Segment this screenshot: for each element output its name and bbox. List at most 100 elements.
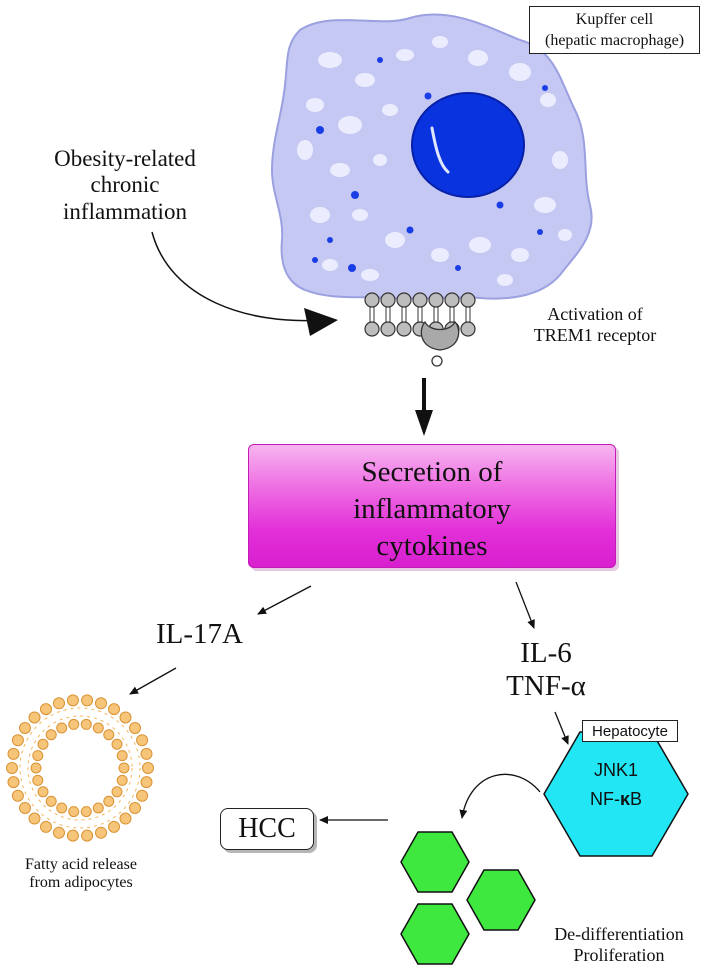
lipid-head-inner [111,786,123,798]
obesity-line1: Obesity-related [54,146,196,171]
lipid-head-outer [11,789,24,802]
lipid-head-inner [45,795,57,807]
kupffer-cell [270,13,593,300]
lipid-head-outer [66,694,79,707]
obesity-line2: chronic [90,172,160,198]
cytokine-secretion-box: Secretion of inflammatory cytokines [248,444,616,568]
activation-label: Activation of TREM1 receptor [495,304,695,345]
lipid-head-outer [28,812,41,825]
fatty-line2: from adipocytes [29,874,133,892]
nfkb-line: NF-κB [566,789,666,810]
lipid-head-outer [108,703,120,716]
lipid-head-inner [37,786,49,798]
lipid-head-inner [103,795,115,807]
granules [312,57,548,272]
lipid-head-outer [136,734,149,747]
secretion-line3: cytokines [376,530,488,562]
il6-tnfa-label: IL-6 TNF-α [494,637,598,704]
lipid-head-outer [53,826,65,839]
activation-line2: TREM1 receptor [533,324,657,345]
cytoplasm-vacuoles [297,36,572,286]
lipid-head-inner [80,718,92,730]
lipid-head-outer [40,703,52,716]
lipid-head-inner [118,762,130,774]
hepatocyte-signaling-label: JNK1 NF-κB [566,760,666,809]
lipid-head-outer [119,812,132,825]
arrow-to-hepatocyte [554,711,569,745]
lipid-head-inner [116,750,128,762]
lipid-head-outer [142,762,154,774]
lipid-head-inner [37,738,49,750]
nucleus [411,92,525,198]
arrow-to-il6 [515,581,535,629]
kupffer-cell-label-box: Kupffer cell (hepatic macrophage) [529,6,700,54]
lipid-head-outer [11,734,24,747]
lipid-head-outer [81,829,94,842]
lipid-head-inner [68,718,80,730]
lipid-head-outer [140,776,153,789]
activation-line1: Activation of [547,304,643,324]
dediff-line2: Proliferation [573,944,665,965]
hcc-label-box: HCC [220,808,314,850]
lipid-head-outer [119,711,132,724]
hepatocyte-label-box: Hepatocyte [582,720,678,742]
obesity-arrow-head [304,308,338,336]
nfkb-kappa: κ [619,788,631,809]
lipid-head-outer [6,762,18,774]
dediff-line1: De-differentiation [554,924,684,944]
lipid-head-inner [56,722,68,734]
lipid-head-inner [30,762,42,774]
lipid-head-outer [129,722,141,734]
jnk1-line: JNK1 [593,760,638,780]
lipid-head-inner [32,750,44,762]
lipid-head-inner [111,738,123,750]
lipid-head-outer [108,820,120,833]
lipid-head-outer [19,722,31,734]
lipid-head-outer [66,829,79,842]
nfkb-suffix: B [630,788,643,809]
secretion-line1: Secretion of [361,456,503,488]
lipid-head-outer [81,694,94,707]
lipid-head-inner [116,774,128,786]
obesity-arrow-curve [151,231,323,322]
secretion-line2: inflammatory [353,493,511,525]
lipid-head-outer [7,747,20,760]
lipid-head-outer [19,802,31,814]
kupffer-label-line1: Kupffer cell [575,11,654,28]
kupffer-label-line2: (hepatic macrophage) [544,32,685,49]
lipid-head-inner [92,802,104,814]
lipid-head-outer [28,711,41,724]
lipid-head-outer [7,776,20,789]
dediff-label: De-differentiation Proliferation [530,924,708,965]
lipid-head-outer [129,802,141,814]
down-arrow-head [415,410,433,436]
lipid-head-inner [80,806,92,818]
lipid-head-inner [68,806,80,818]
il6-line: IL-6 [520,637,572,669]
trem1-receptor-membrane [364,292,476,367]
lipid-head-outer [136,789,149,802]
arrow-to-adipocyte [129,667,177,695]
lipid-head-inner [32,774,44,786]
lipid-head-inner [56,802,68,814]
adipocyte-liposome [6,694,154,842]
fatty-line1: Fatty acid release [25,856,137,873]
ligand-circle [431,355,443,367]
obesity-line3: inflammation [63,198,187,224]
lipid-head-outer [95,697,107,710]
arrow-to-il17a [257,585,312,615]
lipid-head-outer [140,747,153,760]
obesity-label: Obesity-related chronic inflammation [40,146,210,225]
nfkb-prefix: NF- [589,788,620,809]
lipid-head-inner [92,722,104,734]
il17a-label: IL-17A [156,618,243,650]
proliferating-cells [400,831,536,965]
lipid-head-inner [45,729,57,741]
lipid-head-outer [40,820,52,833]
tnfa-line: TNF-α [506,670,586,703]
lipid-head-inner [103,729,115,741]
lipid-head-outer [95,826,107,839]
arrow-hepatocyte-to-proliferation [459,773,541,819]
fatty-acid-label: Fatty acid release from adipocytes [0,856,162,893]
